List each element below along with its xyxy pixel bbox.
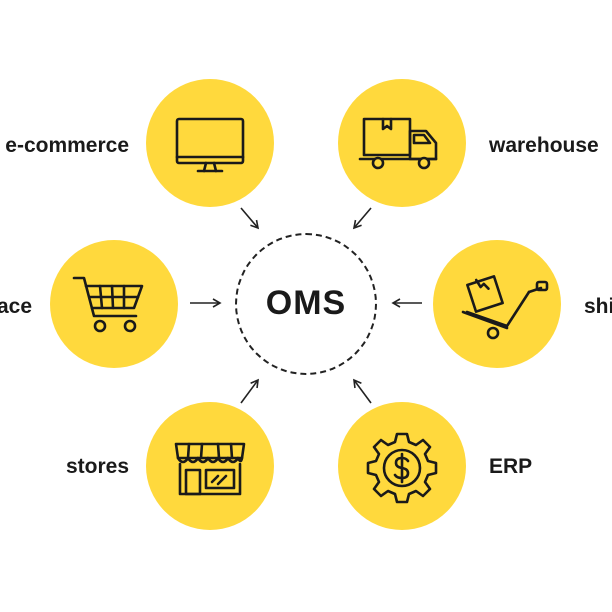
label-shipping: shipping <box>584 295 612 318</box>
shopping-cart-icon <box>72 276 144 333</box>
node-marketplace <box>50 240 178 368</box>
arrow-erp <box>353 378 372 404</box>
label-ecommerce: e-commerce <box>5 134 129 157</box>
storefront-icon <box>174 442 246 496</box>
arrow-stores <box>240 378 259 404</box>
arrow-ecommerce <box>240 207 260 230</box>
node-stores <box>146 402 274 530</box>
arrow-warehouse <box>352 207 372 230</box>
delivery-truck-icon <box>358 117 438 170</box>
node-warehouse <box>338 79 466 207</box>
node-ecommerce <box>146 79 274 207</box>
hand-truck-box-icon <box>461 275 549 340</box>
label-marketplace: marketplace <box>0 295 32 318</box>
label-warehouse: warehouse <box>489 134 599 157</box>
node-erp <box>338 402 466 530</box>
oms-center-circle <box>235 233 377 375</box>
oms-center-label: OMS <box>265 284 347 322</box>
label-erp: ERP <box>489 455 533 478</box>
label-stores: stores <box>65 455 129 478</box>
monitor-icon <box>175 117 245 173</box>
node-shipping <box>433 240 561 368</box>
gear-dollar-icon <box>366 432 438 504</box>
